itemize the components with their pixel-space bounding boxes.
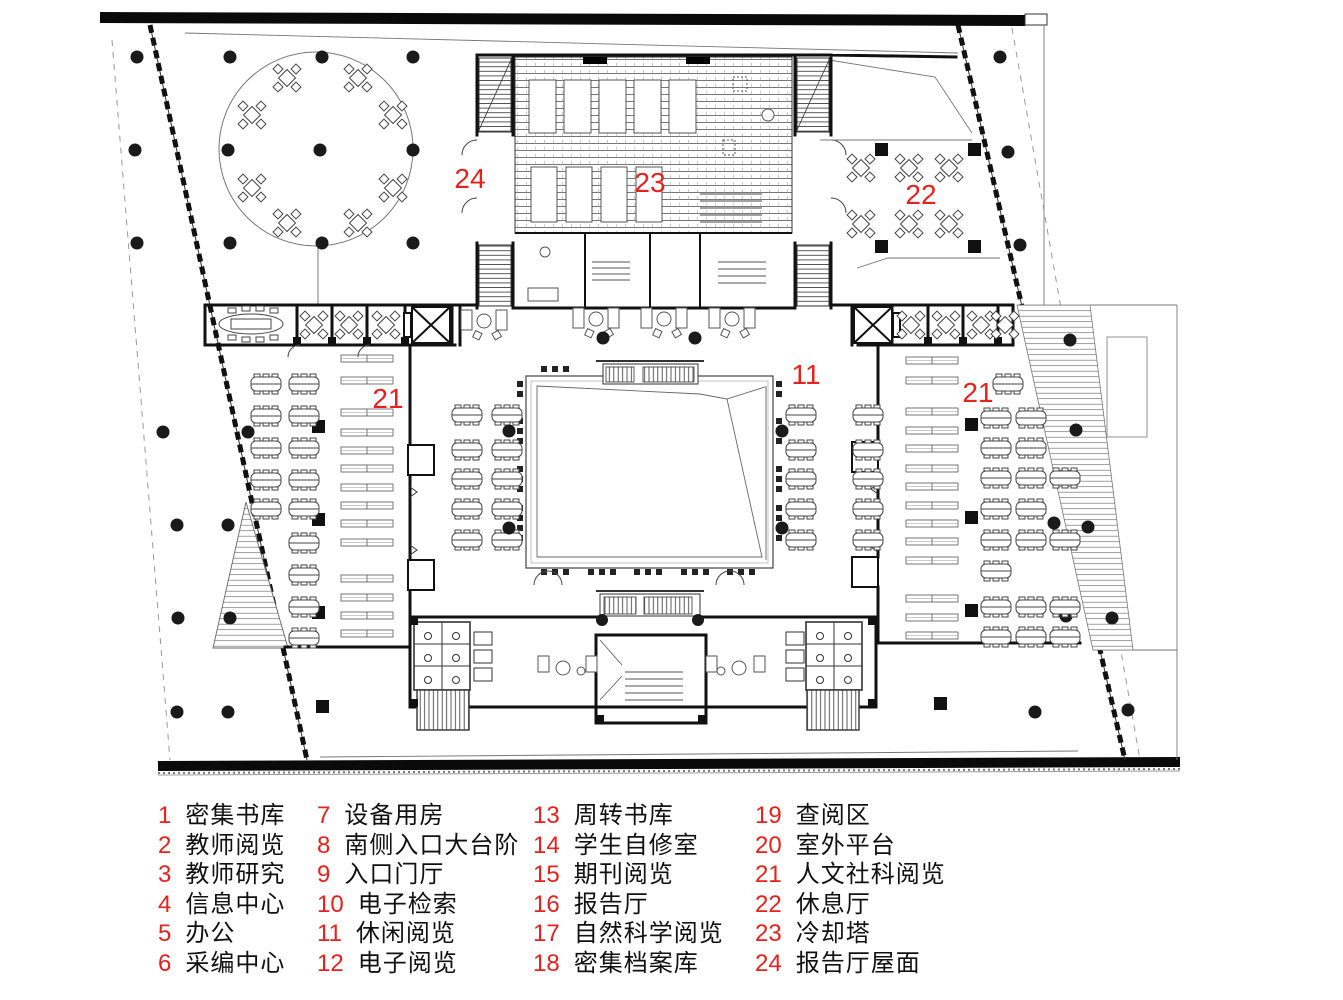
legend-item-label: 南侧入口大台阶: [344, 831, 520, 859]
legend-item: 8 南侧入口大台阶: [317, 832, 519, 859]
legend-item-number: 7: [317, 802, 331, 829]
legend-item-label: 信息中心: [185, 890, 286, 918]
legend-item: 6 采编中心: [158, 950, 285, 977]
legend-item: 1 密集书库: [158, 802, 285, 829]
legend-item: 11 休闲阅览: [317, 920, 456, 947]
legend-item-label: 教师阅览: [185, 831, 286, 859]
legend-item-label: 电子阅览: [357, 950, 458, 977]
legend-item-number: 18: [533, 950, 560, 977]
legend-item-number: 8: [317, 831, 331, 859]
legend-item-label: 采编中心: [185, 950, 286, 977]
legend-item-label: 冷却塔: [795, 920, 871, 948]
legend-item: 24 报告厅屋面: [755, 950, 921, 977]
escalator-south: [596, 590, 704, 626]
legend-item-label: 自然科学阅览: [573, 920, 724, 948]
legend-item-number: 24: [755, 950, 782, 977]
legend-item: 10 电子检索: [317, 891, 458, 918]
legend-item-label: 休息厅: [795, 890, 871, 918]
legend-item: 3 教师研究: [158, 861, 285, 888]
outdoor-stair-triangle: [212, 501, 289, 649]
legend-item-label: 报告厅: [573, 890, 649, 918]
legend-item: 20 室外平台: [755, 832, 896, 859]
atrium-void: [525, 375, 774, 569]
elevator: [403, 306, 901, 344]
legend-item-label: 查阅区: [795, 802, 871, 829]
legend-item: 15 期刊阅览: [533, 861, 674, 888]
legend-item-number: 23: [755, 920, 782, 948]
legend-item-number: 15: [533, 861, 560, 889]
legend-item-number: 10: [317, 890, 344, 918]
legend-item-label: 休闲阅览: [355, 920, 456, 948]
site-layer: [100, 12, 1181, 776]
legend-item-number: 14: [533, 831, 560, 859]
legend-item-number: 12: [317, 950, 344, 977]
legend-item: 18 密集档案库: [533, 950, 699, 977]
legend-item: 9 入口门厅: [317, 861, 444, 888]
legend-item-number: 5: [158, 920, 172, 948]
legend-item-number: 20: [755, 831, 782, 859]
legend-item: 4 信息中心: [158, 891, 285, 918]
legend-item: 22 休息厅: [755, 891, 871, 918]
toilet-block-east: [785, 621, 863, 691]
legend-item: 5 办公: [158, 920, 235, 947]
legend-item: 23 冷却塔: [755, 920, 871, 947]
legend-item-number: 6: [158, 950, 172, 977]
legend-item-number: 4: [158, 890, 172, 918]
legend-item: 21 人文社科阅览: [755, 861, 946, 888]
legend-item-number: 3: [158, 861, 172, 889]
legend-item-label: 密集档案库: [573, 950, 699, 977]
toilet-block-west: [413, 621, 493, 691]
legend-item: 13 周转书库: [533, 802, 674, 829]
site-boundary-lines: [184, 25, 1178, 760]
legend-item-number: 22: [755, 890, 782, 918]
legend-item: 12 电子阅览: [317, 950, 458, 977]
legend-item: 7 设备用房: [317, 802, 444, 829]
escalator-north: [596, 360, 704, 385]
legend-item-label: 室外平台: [795, 831, 896, 859]
legend-item-label: 电子检索: [357, 890, 458, 918]
legend-item: 14 学生自修室: [533, 832, 699, 859]
entry-door-arcs: [287, 344, 745, 586]
stair-core: [478, 57, 830, 307]
legend-item-label: 办公: [185, 920, 236, 948]
legend-item-number: 16: [533, 890, 560, 918]
legend-item-label: 教师研究: [185, 861, 286, 889]
legend-item-label: 学生自修室: [573, 831, 699, 859]
site-dashed-boundaries: [111, 27, 1141, 761]
legend-item-label: 设备用房: [344, 802, 445, 829]
meeting-room-table: [218, 305, 284, 343]
cooling-tower-roof: [461, 56, 847, 308]
top-bar-end-box: [1024, 13, 1048, 26]
rest-hall: [820, 59, 1000, 269]
legend-item-label: 报告厅屋面: [795, 950, 921, 977]
legend-item-number: 1: [158, 802, 172, 829]
legend-item-number: 17: [533, 920, 560, 948]
deck-opening: [1106, 336, 1148, 438]
legend-item-number: 2: [158, 831, 172, 859]
legend-item-label: 人文社科阅览: [795, 861, 946, 889]
entrance-block: [287, 344, 876, 731]
legend-item-number: 19: [755, 802, 782, 829]
legend-item-number: 11: [317, 920, 342, 948]
legend-item: 2 教师阅览: [158, 832, 285, 859]
bottom-road-bar: [158, 757, 1180, 771]
legend-item-label: 周转书库: [573, 802, 674, 829]
legend-item-label: 密集书库: [185, 802, 286, 829]
legend-item-label: 期刊阅览: [573, 861, 674, 889]
legend-item-label: 入口门厅: [344, 861, 445, 889]
legend-item: 19 查阅区: [755, 802, 871, 829]
legend-item-number: 21: [755, 861, 782, 889]
top-road-bar: [100, 12, 1025, 26]
legend-item: 16 报告厅: [533, 891, 649, 918]
legend-item-number: 9: [317, 861, 331, 889]
legend-item: 17 自然科学阅览: [533, 920, 724, 947]
legend-item-number: 13: [533, 802, 560, 829]
